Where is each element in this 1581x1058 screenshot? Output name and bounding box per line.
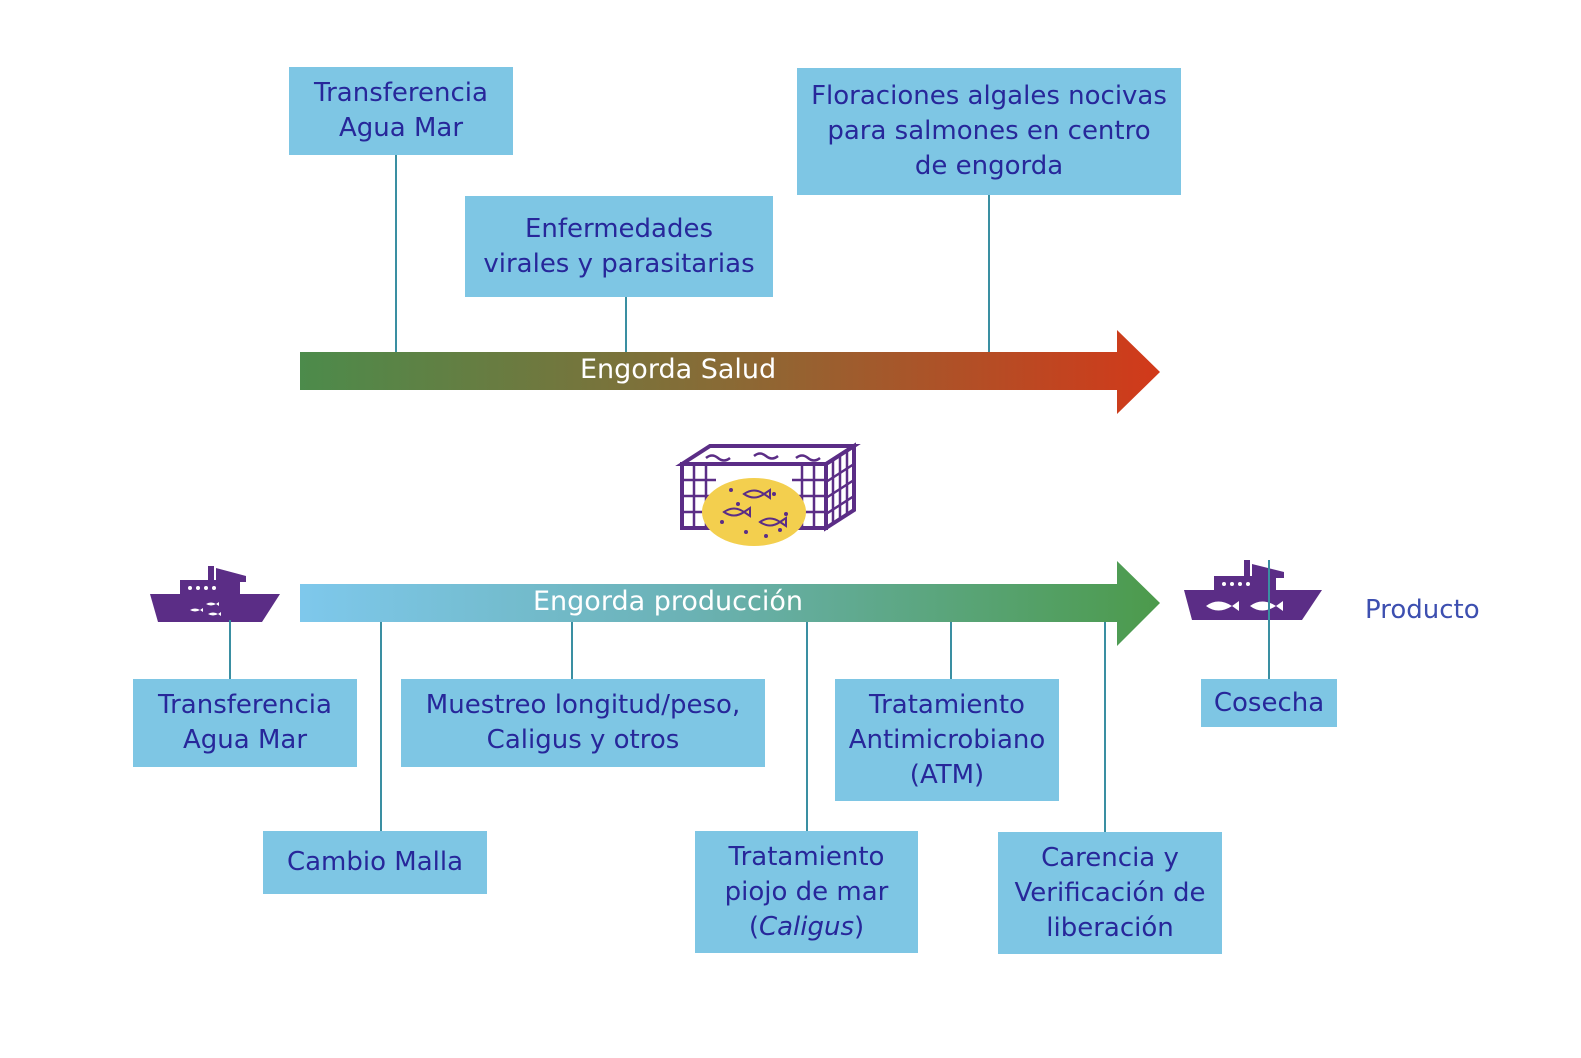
harvest-ship-icon (1184, 560, 1322, 620)
connector-line (1268, 560, 1270, 680)
box-carencia: Carencia y Verificación de liberación (998, 832, 1222, 954)
box-transferencia-agua-mar-production: Transferencia Agua Mar (133, 679, 357, 767)
production-arrow-label: Engorda producción (533, 586, 803, 617)
box-tratamiento-piojo: Tratamiento piojo de mar (Caligus) (695, 831, 918, 953)
box-tratamiento-atm: Tratamiento Antimicrobiano (ATM) (835, 679, 1059, 801)
box-enfermedades: Enfermedades virales y parasitarias (465, 196, 773, 297)
connector-line (1104, 622, 1106, 832)
box-tratamiento-piojo-text: Tratamiento piojo de mar (Caligus) (724, 841, 889, 942)
box-transferencia-agua-mar-health: Transferencia Agua Mar (289, 67, 513, 155)
product-label: Producto (1365, 595, 1480, 625)
box-muestreo: Muestreo longitud/peso, Caligus y otros (401, 679, 765, 767)
connector-line (950, 622, 952, 680)
connector-line (625, 296, 627, 352)
box-floraciones-algales: Floraciones algales nocivas para salmone… (797, 68, 1181, 195)
transfer-ship-icon (150, 566, 280, 622)
connector-line (571, 622, 573, 680)
health-arrow-label: Engorda Salud (580, 354, 777, 385)
fish-cage-icon (675, 442, 861, 546)
connector-line (380, 622, 382, 831)
connector-line (988, 194, 990, 352)
connector-line (229, 620, 231, 680)
box-cambio-malla: Cambio Malla (263, 831, 487, 894)
connector-line (395, 154, 397, 352)
connector-line (806, 622, 808, 831)
box-cosecha: Cosecha (1201, 679, 1337, 727)
